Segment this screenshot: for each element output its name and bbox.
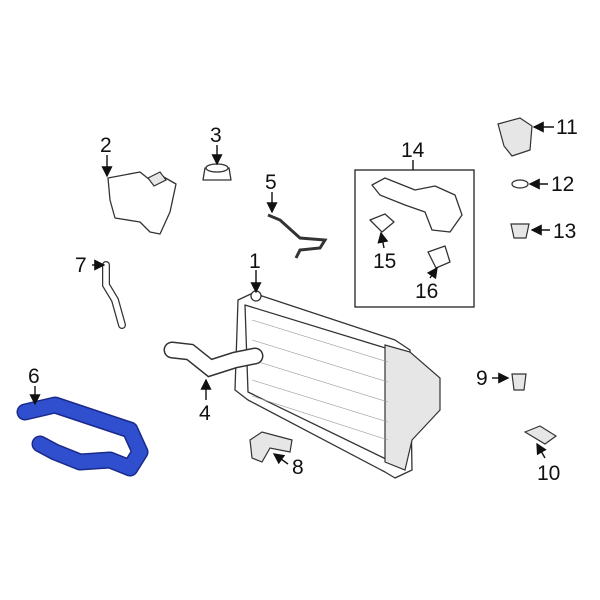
coolant-reservoir[interactable] — [107, 171, 177, 235]
callout-14[interactable]: 14 — [401, 139, 425, 162]
radiator[interactable] — [234, 290, 441, 479]
callout-1[interactable]: 1 — [249, 250, 261, 273]
callout-3[interactable]: 3 — [210, 124, 222, 147]
thermostat[interactable] — [510, 223, 530, 239]
insulator[interactable] — [511, 373, 527, 391]
callout-16[interactable]: 16 — [415, 280, 438, 303]
lower-insulator[interactable] — [523, 425, 558, 445]
callout-11[interactable]: 11 — [556, 116, 578, 139]
seal[interactable] — [427, 245, 451, 269]
radiator-bracket[interactable] — [249, 431, 293, 463]
reservoir-cap[interactable] — [202, 163, 232, 181]
thermostat-housing[interactable] — [497, 117, 533, 157]
callout-8[interactable]: 8 — [292, 456, 304, 479]
callout-9[interactable]: 9 — [476, 367, 488, 390]
callout-7[interactable]: 7 — [75, 254, 87, 277]
callout-13[interactable]: 13 — [553, 220, 576, 243]
callout-15[interactable]: 15 — [373, 250, 396, 273]
bypass-tube[interactable] — [267, 213, 328, 259]
callout-4[interactable]: 4 — [199, 402, 211, 425]
assembly-box — [354, 169, 475, 308]
callout-5[interactable]: 5 — [265, 171, 277, 194]
callout-10[interactable]: 10 — [537, 462, 560, 485]
lower-radiator-hose[interactable] — [16, 396, 149, 477]
water-outlet-assembly[interactable] — [371, 177, 463, 233]
callout-6[interactable]: 6 — [28, 365, 40, 388]
leader-lines — [29, 121, 554, 465]
callout-2[interactable]: 2 — [100, 134, 112, 157]
upper-radiator-hose[interactable] — [163, 341, 264, 378]
o-ring[interactable] — [511, 179, 529, 189]
gasket[interactable] — [369, 213, 395, 233]
callout-12[interactable]: 12 — [551, 173, 574, 196]
